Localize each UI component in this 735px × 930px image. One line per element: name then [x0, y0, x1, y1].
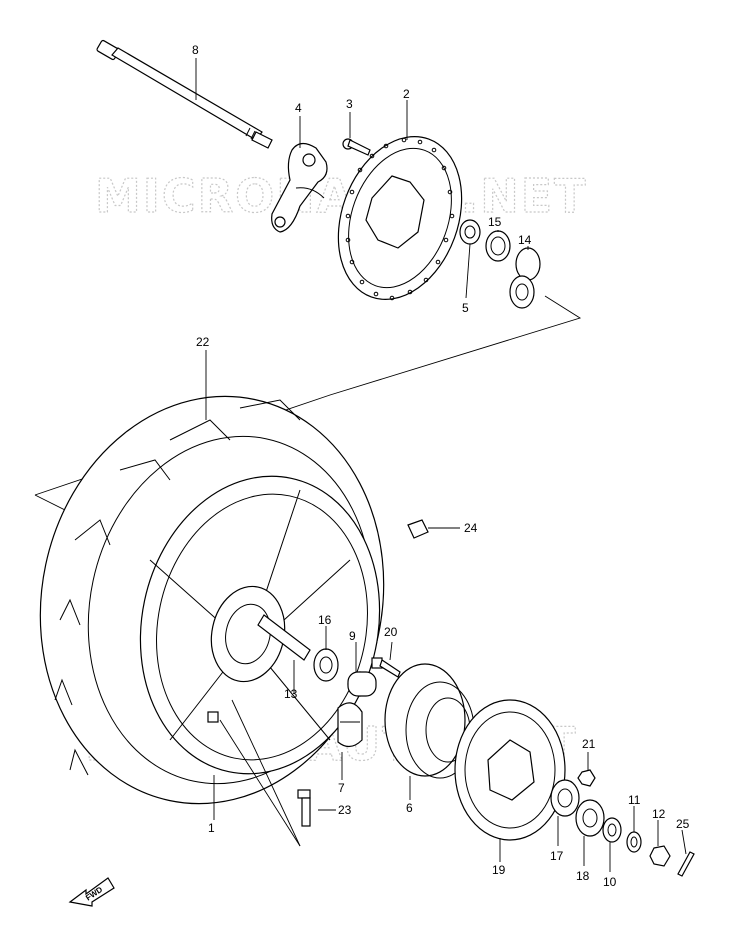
callout-3: 3 [346, 97, 353, 111]
callout-17: 17 [550, 849, 564, 863]
sprocket-spacer [347, 671, 377, 697]
callout-4: 4 [295, 101, 302, 115]
hub-sleeve [257, 614, 311, 661]
part-callouts: 1 2 3 4 5 6 7 8 9 10 11 12 13 14 15 16 1… [192, 43, 690, 889]
callout-7: 7 [338, 781, 345, 795]
callout-24: 24 [464, 521, 478, 535]
callout-16: 16 [318, 613, 332, 627]
callout-23: 23 [338, 803, 352, 817]
axle-nut [649, 845, 671, 867]
drum-bearing [550, 779, 580, 817]
callout-1: 1 [208, 821, 215, 835]
callout-19: 19 [492, 863, 506, 877]
oil-seal [485, 230, 511, 262]
callout-6: 6 [406, 801, 413, 815]
callout-5: 5 [462, 301, 469, 315]
callout-10: 10 [603, 875, 617, 889]
callout-8: 8 [192, 43, 199, 57]
cotter-pin [677, 851, 695, 877]
sprocket-mounting-drum [384, 663, 475, 779]
rear-sprocket [454, 699, 566, 841]
rear-axle [96, 39, 273, 149]
disc-bolt [342, 138, 371, 156]
sprocket-nut [577, 769, 596, 787]
forward-arrow-icon [68, 877, 115, 907]
leader-lines [195, 58, 687, 872]
forward-direction-badge: FWD [68, 877, 115, 907]
caliper-bracket [271, 142, 328, 233]
callout-9: 9 [349, 629, 356, 643]
callout-21: 21 [582, 737, 596, 751]
hub-spacer [459, 219, 481, 245]
wheel-bearing-right [313, 648, 339, 682]
sprocket-mount-bolt [371, 657, 401, 678]
axle-spacer [602, 817, 622, 843]
callout-13: 13 [284, 687, 298, 701]
balance-weight [407, 519, 429, 539]
wheel-bearing-left [509, 247, 541, 309]
callout-11: 11 [628, 793, 641, 807]
cush-damper [337, 702, 363, 748]
drum-oil-seal [575, 799, 605, 837]
callout-14: 14 [518, 233, 532, 247]
tire-valve [297, 789, 311, 827]
callout-2: 2 [403, 87, 410, 101]
callout-25: 25 [676, 817, 690, 831]
callout-15: 15 [488, 215, 502, 229]
brake-disc [337, 136, 463, 301]
callout-20: 20 [384, 625, 398, 639]
callout-18: 18 [576, 869, 590, 883]
callout-22: 22 [196, 335, 210, 349]
axle-washer [626, 831, 642, 853]
callout-12: 12 [652, 807, 666, 821]
